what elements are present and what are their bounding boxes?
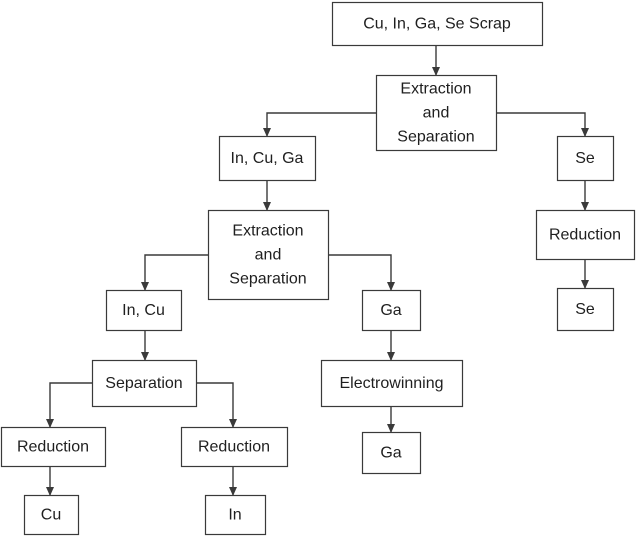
arrow-extract2-to-ga1 <box>328 254 395 291</box>
node-box <box>320 359 464 408</box>
node-box <box>361 431 422 475</box>
node-label: Ga <box>380 302 401 319</box>
edges-layer <box>46 45 589 496</box>
node-se2: Se <box>556 287 615 332</box>
node-label: Separation <box>397 129 474 146</box>
node-box <box>91 359 198 408</box>
node-label: Extraction <box>400 81 471 98</box>
arrow-extract1-to-incuga <box>263 112 376 137</box>
arrow-separation-to-reduction_cu <box>46 382 92 428</box>
node-box <box>23 494 80 536</box>
arrow-separation-to-reduction_in <box>196 382 237 428</box>
node-label: and <box>423 105 450 122</box>
node-box <box>375 74 498 152</box>
node-box <box>556 287 615 332</box>
node-label: In, Cu <box>122 302 165 319</box>
node-label: Ga <box>380 445 401 462</box>
node-cu: Cu <box>23 494 80 536</box>
node-reduction-in: Reduction <box>180 426 289 468</box>
node-label: Extraction <box>232 223 303 240</box>
node-label: Electrowinning <box>339 375 443 392</box>
node-box <box>556 135 615 182</box>
arrow-extract1-to-se1 <box>496 112 589 137</box>
arrow-extract2-to-incu <box>141 254 208 291</box>
node-box <box>180 426 289 468</box>
node-scrap: Cu, In, Ga, Se Scrap <box>331 1 544 47</box>
node-separation: Separation <box>91 359 198 408</box>
node-box <box>105 289 183 332</box>
node-ga1: Ga <box>361 289 422 332</box>
node-label: Separation <box>229 271 306 288</box>
node-electrowinning: Electrowinning <box>320 359 464 408</box>
node-ga2: Ga <box>361 431 422 475</box>
node-box <box>0 426 107 468</box>
node-label: Reduction <box>549 227 621 244</box>
node-label: Cu, In, Ga, Se Scrap <box>363 16 511 33</box>
node-box <box>361 289 422 332</box>
node-label: Separation <box>105 375 182 392</box>
node-box <box>204 494 267 536</box>
node-label: In, Cu, Ga <box>231 150 304 167</box>
node-label: and <box>255 247 282 264</box>
node-label: Reduction <box>198 439 270 456</box>
node-incuga: In, Cu, Ga <box>218 135 317 182</box>
node-reduction-se: Reduction <box>535 209 636 261</box>
node-box <box>207 209 330 301</box>
node-box <box>535 209 636 261</box>
node-incu: In, Cu <box>105 289 183 332</box>
node-label: Se <box>575 301 595 318</box>
node-se1: Se <box>556 135 615 182</box>
node-label: Se <box>575 150 595 167</box>
node-label: Cu <box>41 507 61 524</box>
node-reduction-cu: Reduction <box>0 426 107 468</box>
node-box <box>331 1 544 47</box>
node-label: Reduction <box>17 439 89 456</box>
node-box <box>218 135 317 182</box>
node-in: In <box>204 494 267 536</box>
node-label: In <box>228 507 241 524</box>
